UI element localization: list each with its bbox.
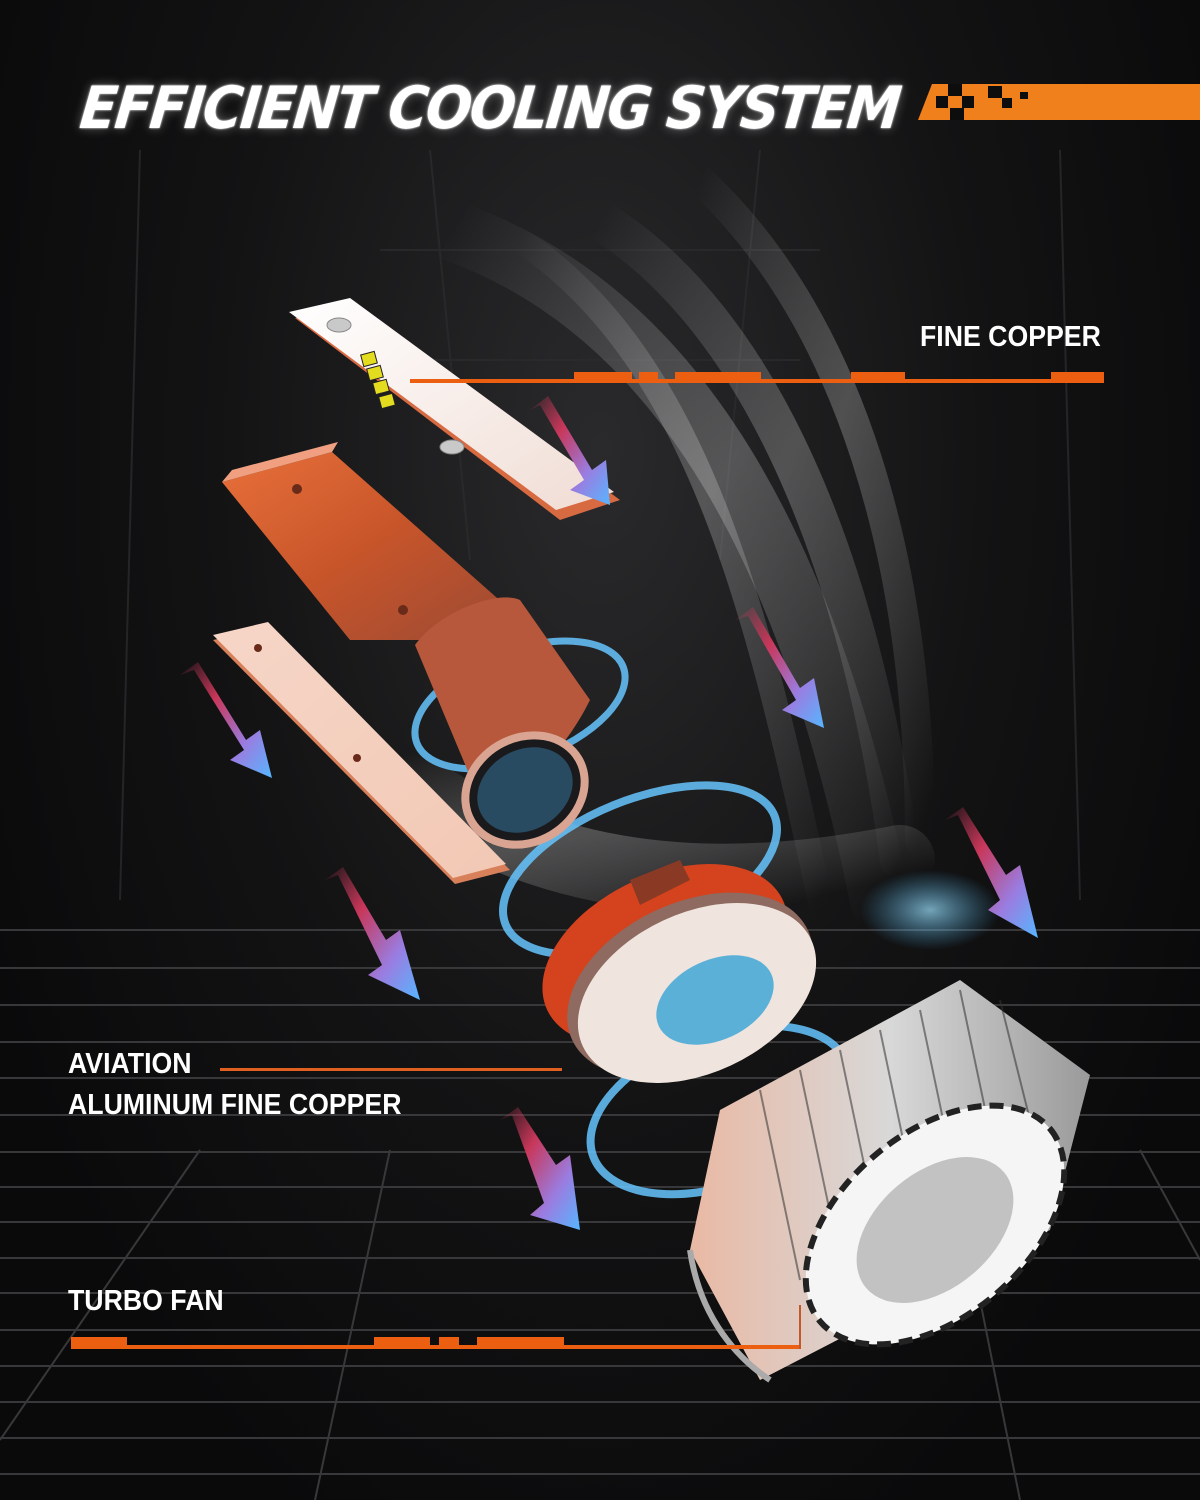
arrow-icon: [735, 607, 824, 728]
airflow-arrows: [180, 396, 1038, 1230]
fine-copper-leader: [410, 372, 1104, 383]
led-board-icon: [289, 298, 620, 520]
arrow-icon: [180, 662, 272, 778]
arrow-icon: [325, 867, 420, 1000]
label-fine-copper: FINE COPPER: [920, 321, 1101, 353]
copper-plate-icon: [213, 622, 510, 884]
arrow-icon: [945, 807, 1038, 938]
copper-mount-icon: [222, 442, 590, 849]
arrow-icon: [500, 1107, 580, 1230]
page-title: EFFICIENT COOLING SYSTEM: [76, 74, 903, 143]
title-accent-bar: [918, 84, 1200, 120]
turbo-fan-leader: [71, 1305, 801, 1349]
arrow-icon: [530, 396, 610, 505]
label-turbo-fan: TURBO FAN: [68, 1285, 224, 1317]
label-aluminum-fine-copper: ALUMINUM FINE COPPER: [68, 1089, 402, 1121]
turbo-fan-icon: [687, 980, 1090, 1383]
label-aviation: AVIATION: [68, 1048, 192, 1080]
aviation-leader: [220, 1068, 562, 1071]
base-ring-icon: [542, 860, 817, 1083]
